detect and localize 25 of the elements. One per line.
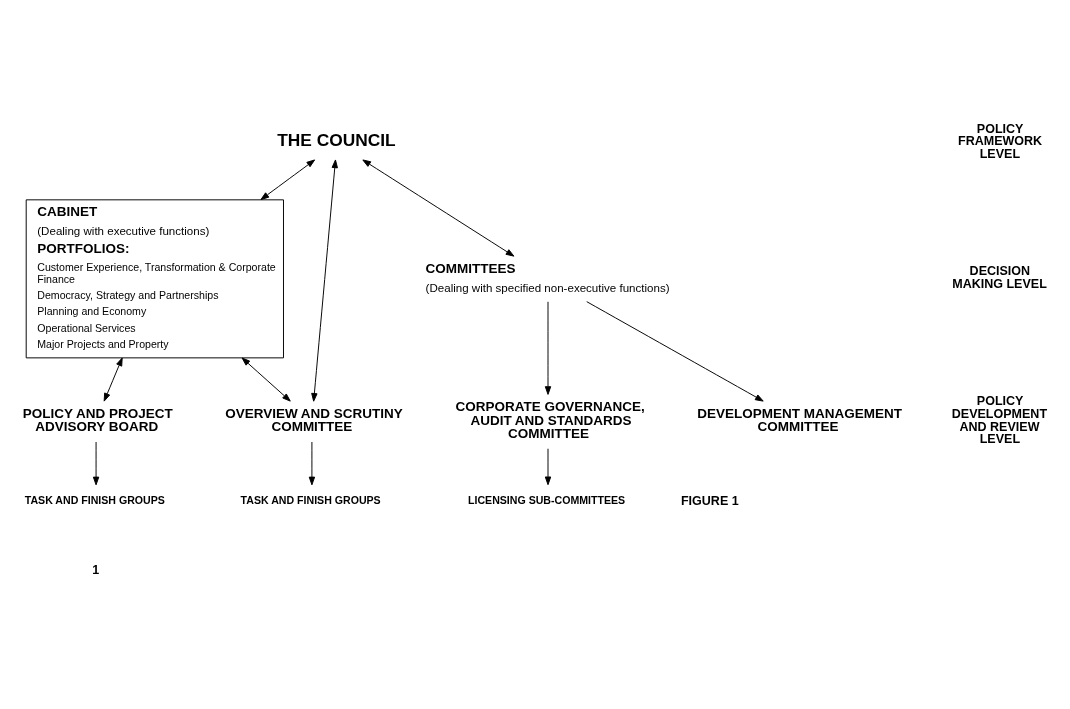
node-text: DEVELOPMENT MANAGEMENT COMMITTEE (697, 405, 902, 435)
arrow (103, 357, 123, 402)
label: POLICY DEVELOPMENT AND REVIEW LEVEL (951, 394, 1048, 447)
label: POLICY FRAMEWORK LEVEL (958, 121, 1043, 161)
arrow (544, 301, 552, 395)
arrow (544, 448, 552, 486)
node-box: CABINET (Dealing with executive functions) PORTFOLIOS: Customer Experience, Transformation & Corporate Finance Democracy, Strategy and Partnerships Planning and Economy Operational Services Major Projects and Property (25, 199, 284, 359)
node-text: TASK AND FINISH GROUPS (240, 494, 381, 507)
arrow (308, 441, 316, 486)
node-text: CORPORATE GOVERNANCE, AUDIT AND STANDARDS COMMITTEE (455, 399, 645, 442)
node-text: THE COUNCIL (277, 129, 396, 150)
node-text: COMMITTEES (Dealing with specified non-executive functions) (425, 261, 670, 294)
arrow (92, 441, 100, 486)
label: DECISION MAKING LEVEL (952, 264, 1047, 291)
node-text: LICENSING SUB-COMMITTEES (468, 494, 626, 507)
arrow (362, 159, 515, 257)
arrow (260, 159, 316, 201)
node-text: POLICY AND PROJECT ADVISORY BOARD (22, 405, 173, 435)
arrow (311, 159, 338, 402)
node-text: TASK AND FINISH GROUPS (24, 494, 165, 507)
label: 1 (92, 563, 100, 578)
arrow (586, 301, 764, 402)
arrow (241, 357, 291, 402)
node-text: OVERVIEW AND SCRUTINY COMMITTEE (225, 405, 403, 435)
label: FIGURE 1 (680, 493, 739, 508)
